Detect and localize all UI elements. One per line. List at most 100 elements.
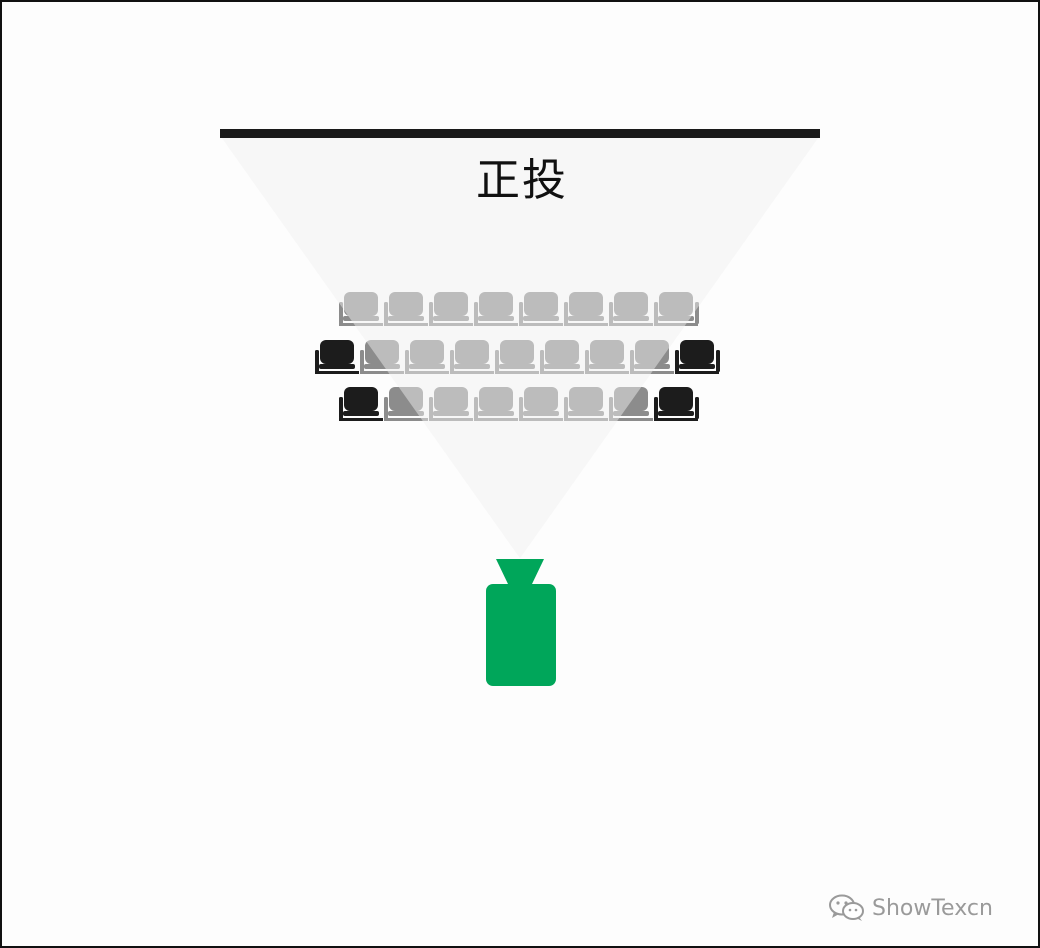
- seat: [315, 340, 359, 374]
- seat-cushion: [433, 316, 469, 321]
- seat-base: [630, 371, 674, 374]
- seat-cushion: [658, 316, 694, 321]
- seat-base: [675, 371, 719, 374]
- seat-cushion: [613, 316, 649, 321]
- seat: [450, 340, 494, 374]
- seat-cushion: [679, 364, 715, 369]
- watermark-text: ShowTexcn: [872, 895, 993, 921]
- seat-base: [519, 323, 563, 326]
- seat-base: [609, 323, 653, 326]
- seat: [585, 340, 629, 374]
- seat-base: [474, 323, 518, 326]
- seat-base: [339, 418, 383, 421]
- seat-back: [479, 292, 513, 316]
- seat-back: [614, 387, 648, 411]
- seat: [654, 387, 698, 421]
- seat: [540, 340, 584, 374]
- seat-base: [585, 371, 629, 374]
- seat-cushion: [478, 411, 514, 416]
- seat-back: [344, 387, 378, 411]
- seat-base: [609, 418, 653, 421]
- seat-armrest: [384, 397, 388, 419]
- seat-armrest: [474, 302, 478, 324]
- seat-base: [519, 418, 563, 421]
- seat: [609, 292, 653, 326]
- seat: [519, 387, 563, 421]
- seat-armrest: [564, 397, 568, 419]
- seat: [339, 292, 383, 326]
- seat-back: [434, 292, 468, 316]
- seat-cushion: [343, 316, 379, 321]
- seat-armrest: [315, 350, 319, 372]
- seat-back: [524, 292, 558, 316]
- seat-back: [569, 292, 603, 316]
- seat-back: [545, 340, 579, 364]
- seat-cushion: [433, 411, 469, 416]
- seat-cushion: [634, 364, 670, 369]
- seat-back: [569, 387, 603, 411]
- seat-back: [500, 340, 534, 364]
- seating-area: [315, 292, 720, 421]
- seat: [474, 292, 518, 326]
- seat-back: [659, 387, 693, 411]
- seat-armrest: [339, 302, 343, 324]
- watermark: ShowTexcn: [828, 892, 993, 924]
- seat-cushion: [544, 364, 580, 369]
- seat-armrest: [405, 350, 409, 372]
- seat-armrest: [630, 350, 634, 372]
- seat-cushion: [613, 411, 649, 416]
- projector-lens: [496, 559, 544, 584]
- seat: [360, 340, 404, 374]
- seat-armrest: [474, 397, 478, 419]
- seat-base: [495, 371, 539, 374]
- diagram-title: 正投: [476, 155, 568, 206]
- seat: [654, 292, 698, 326]
- seat-cushion: [388, 316, 424, 321]
- beam-overlay: [222, 138, 818, 558]
- seat-base: [339, 323, 383, 326]
- seat-armrest: [339, 397, 343, 419]
- wechat-icon: [829, 894, 864, 921]
- seat-armrest: [495, 350, 499, 372]
- seat: [519, 292, 563, 326]
- seat-armrest: [450, 350, 454, 372]
- seat: [405, 340, 449, 374]
- seat-base: [564, 323, 608, 326]
- seat-base: [315, 371, 359, 374]
- seat-armrest: [519, 397, 523, 419]
- seat-back: [389, 387, 423, 411]
- seat: [429, 292, 473, 326]
- seat-base: [564, 418, 608, 421]
- seat-base: [654, 323, 698, 326]
- seat: [675, 340, 719, 374]
- seat-armrest: [716, 350, 720, 372]
- seat: [339, 387, 383, 421]
- seat-cushion: [388, 411, 424, 416]
- seat-cushion: [319, 364, 355, 369]
- seat-cushion: [499, 364, 535, 369]
- seat: [384, 292, 428, 326]
- seat-cushion: [343, 411, 379, 416]
- seat-base: [450, 371, 494, 374]
- seat-back: [434, 387, 468, 411]
- seat-armrest: [564, 302, 568, 324]
- projector-body: [486, 584, 556, 686]
- seat-armrest: [540, 350, 544, 372]
- seat-back: [344, 292, 378, 316]
- seat-cushion: [589, 364, 625, 369]
- seat: [609, 387, 653, 421]
- seat-back: [389, 292, 423, 316]
- seat-back: [455, 340, 489, 364]
- seat-base: [384, 323, 428, 326]
- seat-armrest: [609, 397, 613, 419]
- projector-icon: [486, 559, 556, 686]
- seat-armrest: [654, 397, 658, 419]
- seat-base: [429, 418, 473, 421]
- seat-armrest: [585, 350, 589, 372]
- seat-base: [429, 323, 473, 326]
- seat-back: [614, 292, 648, 316]
- seat: [564, 292, 608, 326]
- seat-armrest: [360, 350, 364, 372]
